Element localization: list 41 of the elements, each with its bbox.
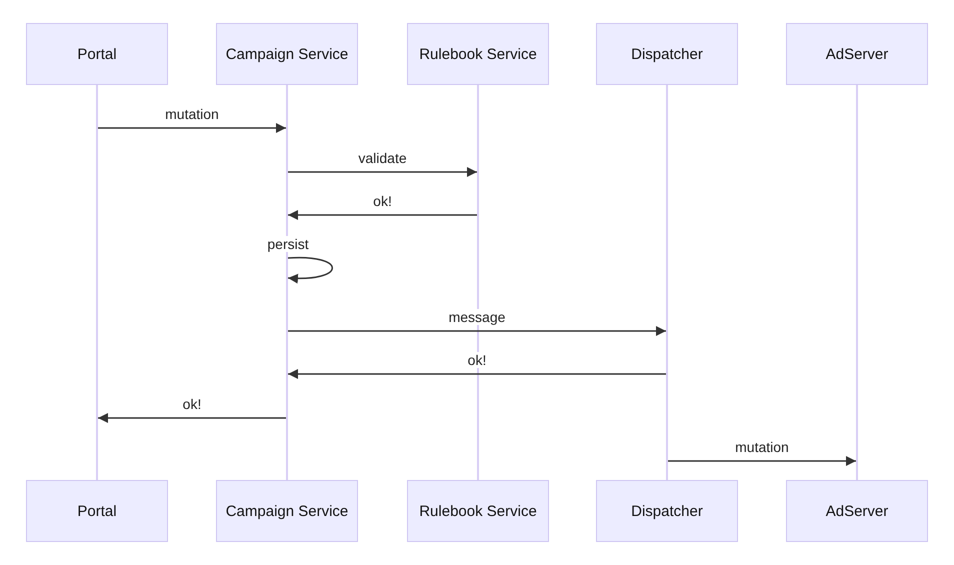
participant-box bbox=[407, 23, 549, 85]
message-arrow bbox=[98, 413, 286, 423]
participant-name: Rulebook Service bbox=[419, 502, 537, 520]
message-arrow bbox=[288, 326, 666, 336]
participant-box bbox=[26, 23, 168, 85]
lifeline bbox=[666, 85, 668, 480]
message-arrow bbox=[288, 167, 477, 177]
participant-name: Dispatcher bbox=[631, 46, 703, 62]
message-label: ok! bbox=[466, 352, 488, 368]
message-label: mutation bbox=[163, 106, 221, 122]
message-arrow bbox=[288, 256, 333, 284]
lifeline bbox=[96, 85, 98, 480]
message-label: persist bbox=[265, 236, 311, 252]
lifeline bbox=[856, 85, 858, 480]
participant-box bbox=[216, 23, 358, 85]
participant-name: Campaign Service bbox=[226, 46, 348, 62]
participant-name: Portal bbox=[77, 502, 117, 520]
message-label: validate bbox=[356, 150, 409, 166]
participant-box bbox=[216, 480, 358, 542]
participant-name: Portal bbox=[77, 46, 117, 62]
participant-box bbox=[26, 480, 168, 542]
message-label: ok! bbox=[371, 193, 394, 209]
lifeline bbox=[477, 85, 479, 480]
participant-box bbox=[596, 480, 738, 542]
lifeline bbox=[286, 85, 288, 480]
message-label: mutation bbox=[733, 439, 791, 455]
participant-box bbox=[596, 23, 738, 85]
message-arrow bbox=[288, 369, 666, 379]
participant-name: AdServer bbox=[826, 46, 888, 62]
message-label: message bbox=[446, 309, 508, 325]
participant-name: Dispatcher bbox=[631, 502, 703, 520]
participant-name: AdServer bbox=[826, 502, 888, 520]
message-arrow bbox=[288, 210, 477, 220]
participant-name: Campaign Service bbox=[226, 502, 348, 520]
message-arrow bbox=[98, 123, 286, 133]
participant-box bbox=[786, 480, 928, 542]
participant-box bbox=[786, 23, 928, 85]
message-label: ok! bbox=[180, 396, 204, 412]
message-arrow bbox=[668, 456, 856, 466]
participant-box bbox=[407, 480, 549, 542]
participant-name: Rulebook Service bbox=[419, 46, 537, 62]
